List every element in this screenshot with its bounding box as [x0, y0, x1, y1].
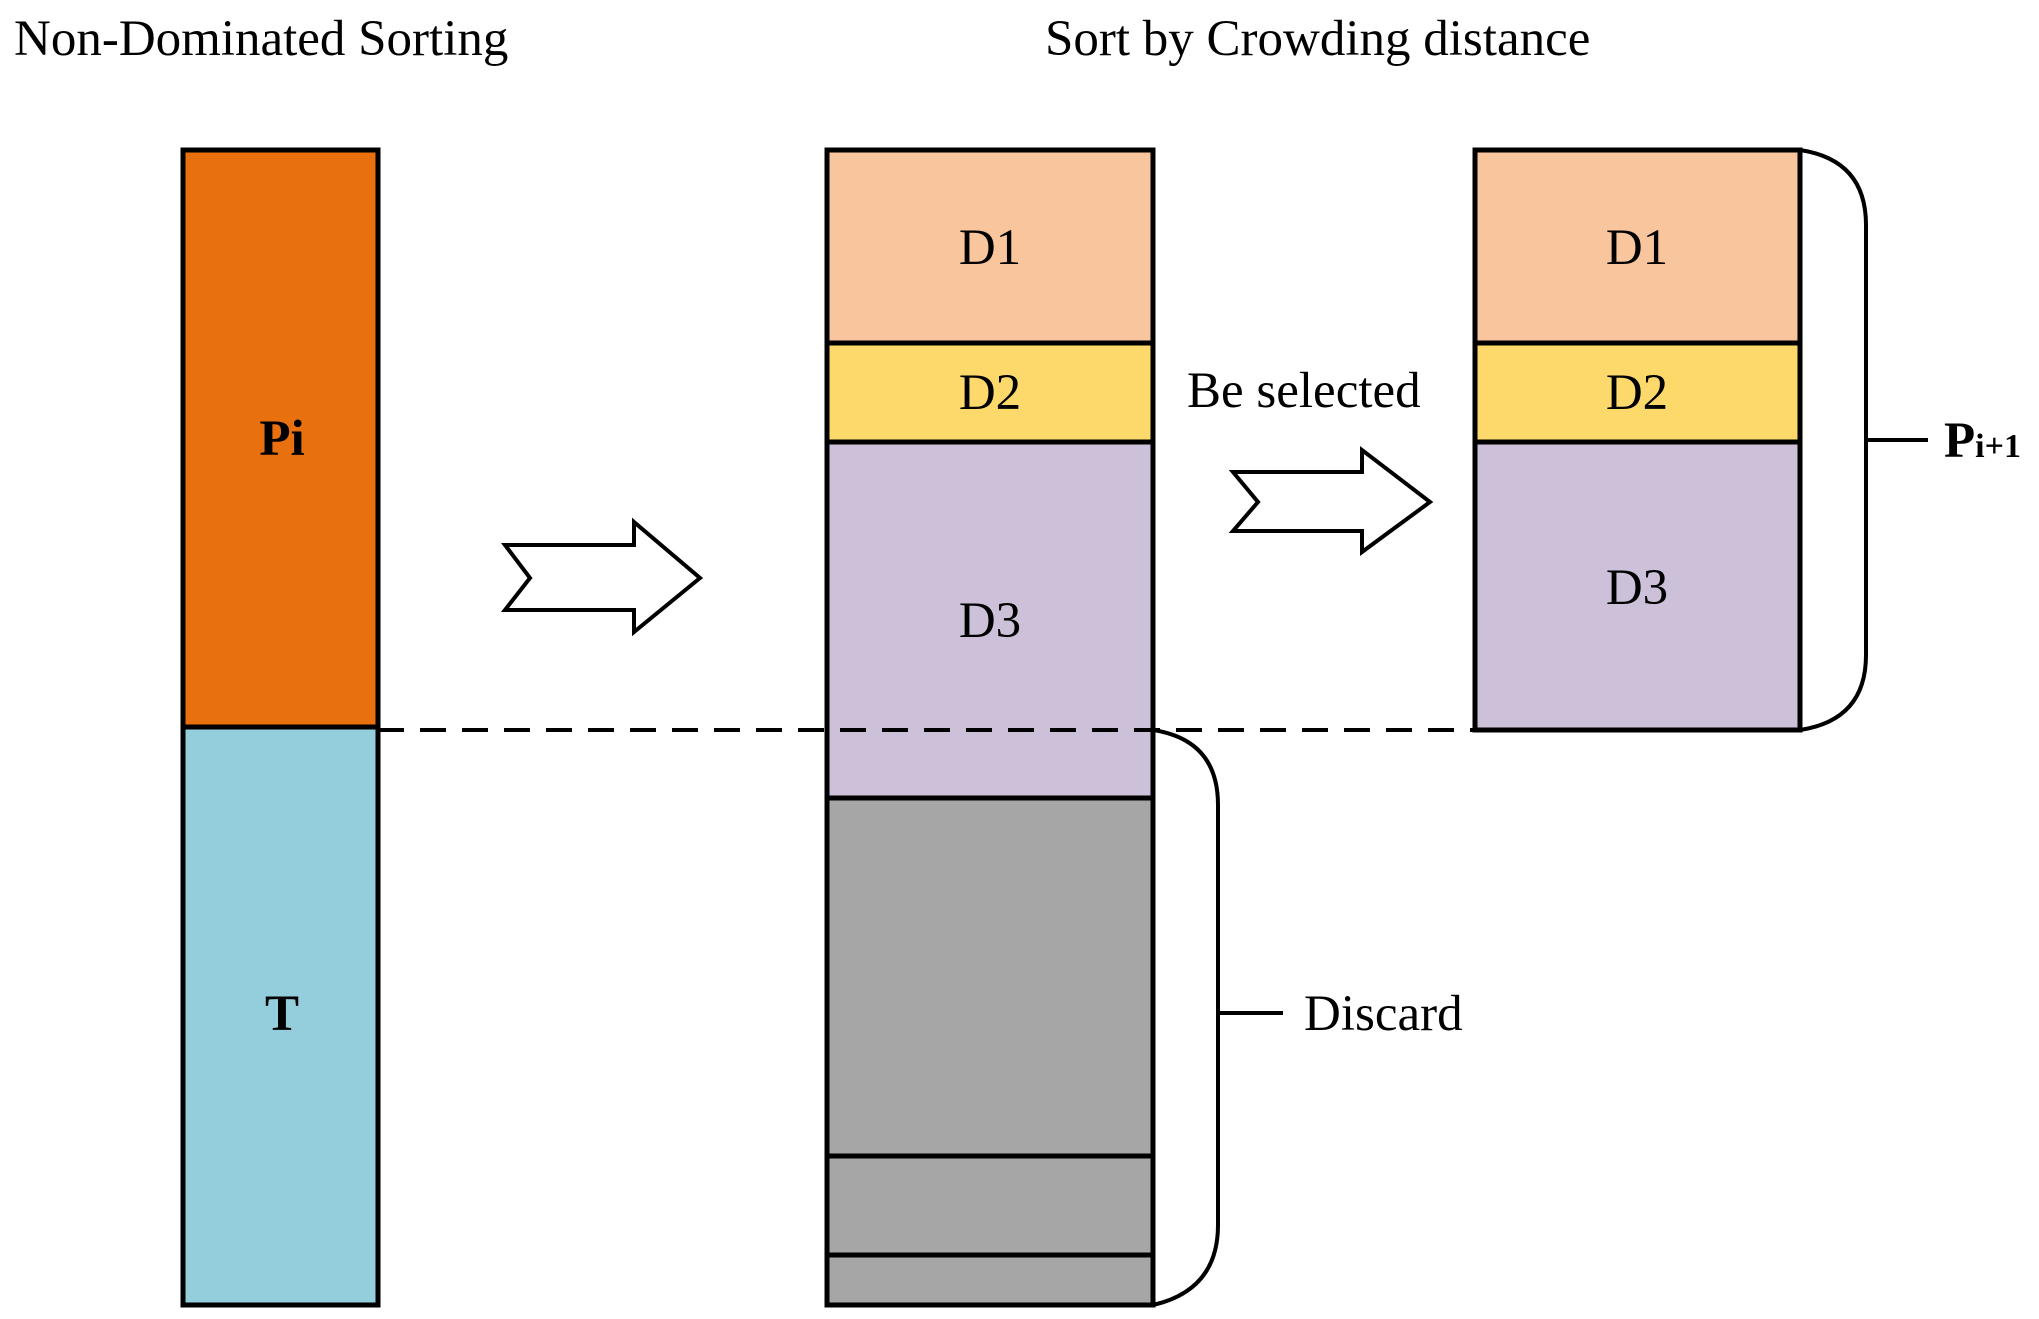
next-front-d2-block [1472, 340, 1803, 445]
next-population-label-subscript: i+1 [1975, 428, 2021, 465]
front-d1-label: D1 [959, 220, 1021, 276]
front-d1-block [824, 147, 1156, 346]
sorted-fronts-column: D1 D2 D3 [824, 147, 1156, 1308]
next-front-d2-label: D2 [1606, 365, 1668, 421]
parent-population-block [180, 147, 381, 730]
heading-non-dominated-sorting: Non-Dominated Sorting [14, 11, 508, 67]
discard-label: Discard [1304, 986, 1463, 1042]
next-population-bracket [1799, 148, 1868, 732]
heading-crowding-distance: Sort by Crowding distance [1045, 11, 1590, 67]
offspring-population-label: T [265, 986, 299, 1042]
discarded-front-block [824, 1153, 1156, 1258]
next-population-column: D1 D2 D3 [1472, 147, 1803, 733]
discarded-front-block [824, 1252, 1156, 1308]
offspring-population-block [180, 724, 381, 1308]
combined-population-column: Pi T [180, 147, 381, 1308]
discard-bracket [1152, 728, 1220, 1307]
sort-arrow-icon [500, 517, 704, 637]
select-arrow-icon [1228, 445, 1434, 556]
next-front-d3-block [1472, 439, 1803, 733]
be-selected-label: Be selected [1187, 363, 1421, 419]
front-d2-block [824, 340, 1156, 445]
next-population-label-main: P [1944, 413, 1975, 469]
parent-population-label: Pi [259, 411, 304, 467]
next-front-d1-block [1472, 147, 1803, 346]
next-front-d1-label: D1 [1606, 220, 1668, 276]
next-population-label: Pi+1 [1944, 413, 2021, 469]
front-d3-label: D3 [959, 593, 1021, 649]
front-d2-label: D2 [959, 365, 1021, 421]
discarded-front-block [824, 795, 1156, 1159]
next-front-d3-label: D3 [1606, 560, 1668, 616]
